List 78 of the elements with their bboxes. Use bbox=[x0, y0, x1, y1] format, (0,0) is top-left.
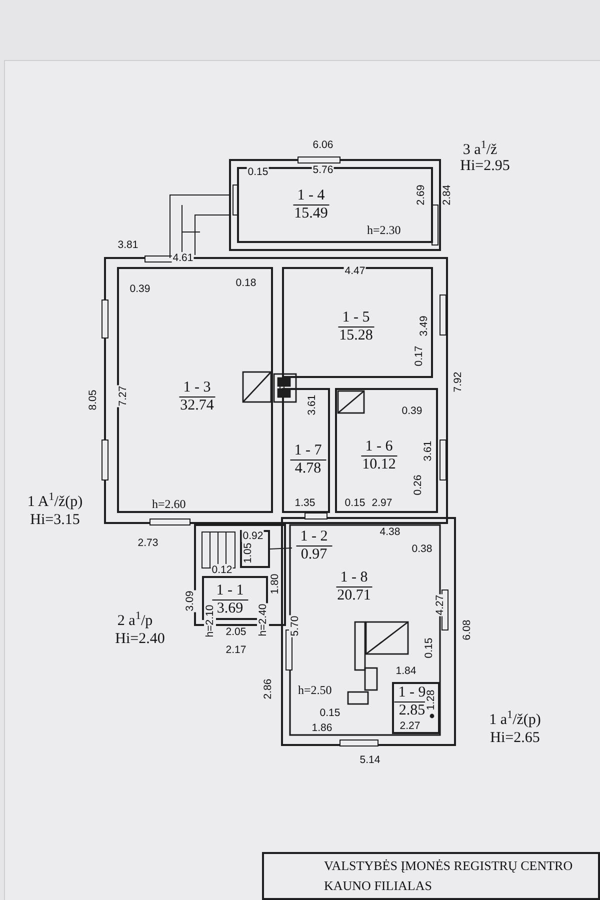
dimension-label: 7.92 bbox=[452, 370, 464, 394]
dimension-label: 2.84 bbox=[441, 184, 453, 206]
dimension-label: 1.05 bbox=[242, 542, 254, 564]
dimension-label: 2.69 bbox=[415, 184, 427, 206]
dimension-label: 0.18 bbox=[234, 277, 258, 289]
dimension-label: 4.38 bbox=[378, 526, 402, 538]
level-label: 1 A$^{1}$/ž(p) bbox=[27, 494, 83, 510]
dimension-label: 3.61 bbox=[306, 394, 318, 416]
room-area-value: 2.85 bbox=[398, 702, 426, 720]
dimension-label: 3.61 bbox=[422, 440, 434, 462]
dimension-label: 3.81 bbox=[116, 239, 140, 251]
dimension-label: 0.15 bbox=[423, 636, 435, 660]
level-label: Hi=3.15 bbox=[30, 512, 80, 528]
dimension-label: 2.73 bbox=[136, 537, 160, 549]
room-area-value: 32.74 bbox=[180, 398, 214, 414]
room-number: 1 - 5 bbox=[338, 310, 374, 328]
dimension-label: 1.86 bbox=[310, 722, 334, 734]
dimension-label: 0.17 bbox=[413, 344, 425, 368]
dimension-label: 7.27 bbox=[117, 384, 129, 408]
room-area-value: 20.71 bbox=[337, 588, 371, 604]
dimension-label: h=2.40 bbox=[257, 602, 269, 638]
dimension-label: 4.27 bbox=[434, 594, 446, 616]
dimension-label: 3.49 bbox=[418, 314, 430, 338]
dimension-label: 5.76 bbox=[312, 164, 334, 176]
dimension-label: 2.86 bbox=[262, 678, 274, 700]
dimension-label: 3.09 bbox=[184, 590, 196, 612]
room-area-value: 0.97 bbox=[300, 546, 328, 564]
level-label: 1 a$^{1}$/ž(p) bbox=[489, 712, 541, 728]
room-outline bbox=[335, 388, 438, 513]
dimension-label: 0.39 bbox=[128, 283, 152, 295]
dimension-label: 8.05 bbox=[87, 388, 99, 412]
dimension-label: 1.35 bbox=[294, 497, 316, 509]
dimension-label: 1.84 bbox=[394, 665, 418, 677]
dimension-label: 4.47 bbox=[344, 265, 366, 277]
room-area-value: 10.12 bbox=[362, 456, 396, 474]
dimension-label: 5.14 bbox=[358, 754, 382, 766]
dimension-label: 2.27 bbox=[398, 720, 422, 732]
room-height: h=2.60 bbox=[152, 497, 186, 511]
dimension-label: 0.12 bbox=[210, 564, 234, 576]
room-number: 1 - 2 bbox=[296, 528, 332, 546]
dimension-label: 0.15 bbox=[318, 707, 342, 719]
room-number: 1 - 1 bbox=[212, 582, 248, 600]
title-text: VALSTYBĖS ĮMONĖS REGISTRŲ CENTRO bbox=[324, 858, 574, 874]
title-block bbox=[262, 852, 600, 900]
dimension-label: 2.97 bbox=[370, 497, 394, 509]
room-number: 1 - 4 bbox=[293, 188, 329, 206]
dimension-label: 0.15 bbox=[246, 166, 270, 178]
room-number: 1 - 8 bbox=[336, 570, 372, 588]
dimension-label: 0.39 bbox=[400, 405, 424, 417]
room-height: h=2.50 bbox=[298, 683, 332, 697]
room-area-value: 15.49 bbox=[294, 206, 328, 222]
dimension-label: 0.15 bbox=[344, 497, 366, 509]
dimension-label: 5.70 bbox=[289, 614, 301, 638]
level-label: Hi=2.40 bbox=[115, 631, 165, 647]
dimension-label: 0.92 bbox=[242, 530, 264, 542]
room-area-value: 15.28 bbox=[339, 328, 373, 344]
room-area-value: 4.78 bbox=[294, 460, 322, 478]
level-label: Hi=2.65 bbox=[490, 730, 540, 746]
dimension-label: h=2.10 bbox=[204, 604, 216, 638]
dimension-label: 1.80 bbox=[269, 572, 281, 596]
dimension-label: 2.05 bbox=[224, 626, 248, 638]
room-height: h=2.30 bbox=[367, 223, 401, 237]
dimension-label: 4.61 bbox=[172, 252, 194, 264]
room-number: 1 - 3 bbox=[179, 380, 215, 398]
level-label: 3 a$^{1}$/ž bbox=[462, 142, 498, 158]
room-number: 1 - 6 bbox=[361, 438, 397, 456]
room-outline bbox=[117, 267, 273, 513]
leader-line bbox=[270, 548, 292, 550]
dimension-label: 6.08 bbox=[461, 618, 473, 642]
room-number: 1 - 7 bbox=[290, 442, 326, 460]
room-area-value: 3.69 bbox=[216, 600, 244, 618]
title-text: KAUNO FILIALAS bbox=[324, 878, 433, 894]
level-label: 2 a$^{1}$/p bbox=[117, 613, 153, 629]
dimension-label: 0.26 bbox=[412, 474, 424, 496]
dimension-label: 6.06 bbox=[312, 139, 334, 151]
level-label: Hi=2.95 bbox=[460, 158, 510, 174]
dimension-label: 2.17 bbox=[224, 644, 248, 656]
dimension-label: 0.38 bbox=[410, 543, 434, 555]
